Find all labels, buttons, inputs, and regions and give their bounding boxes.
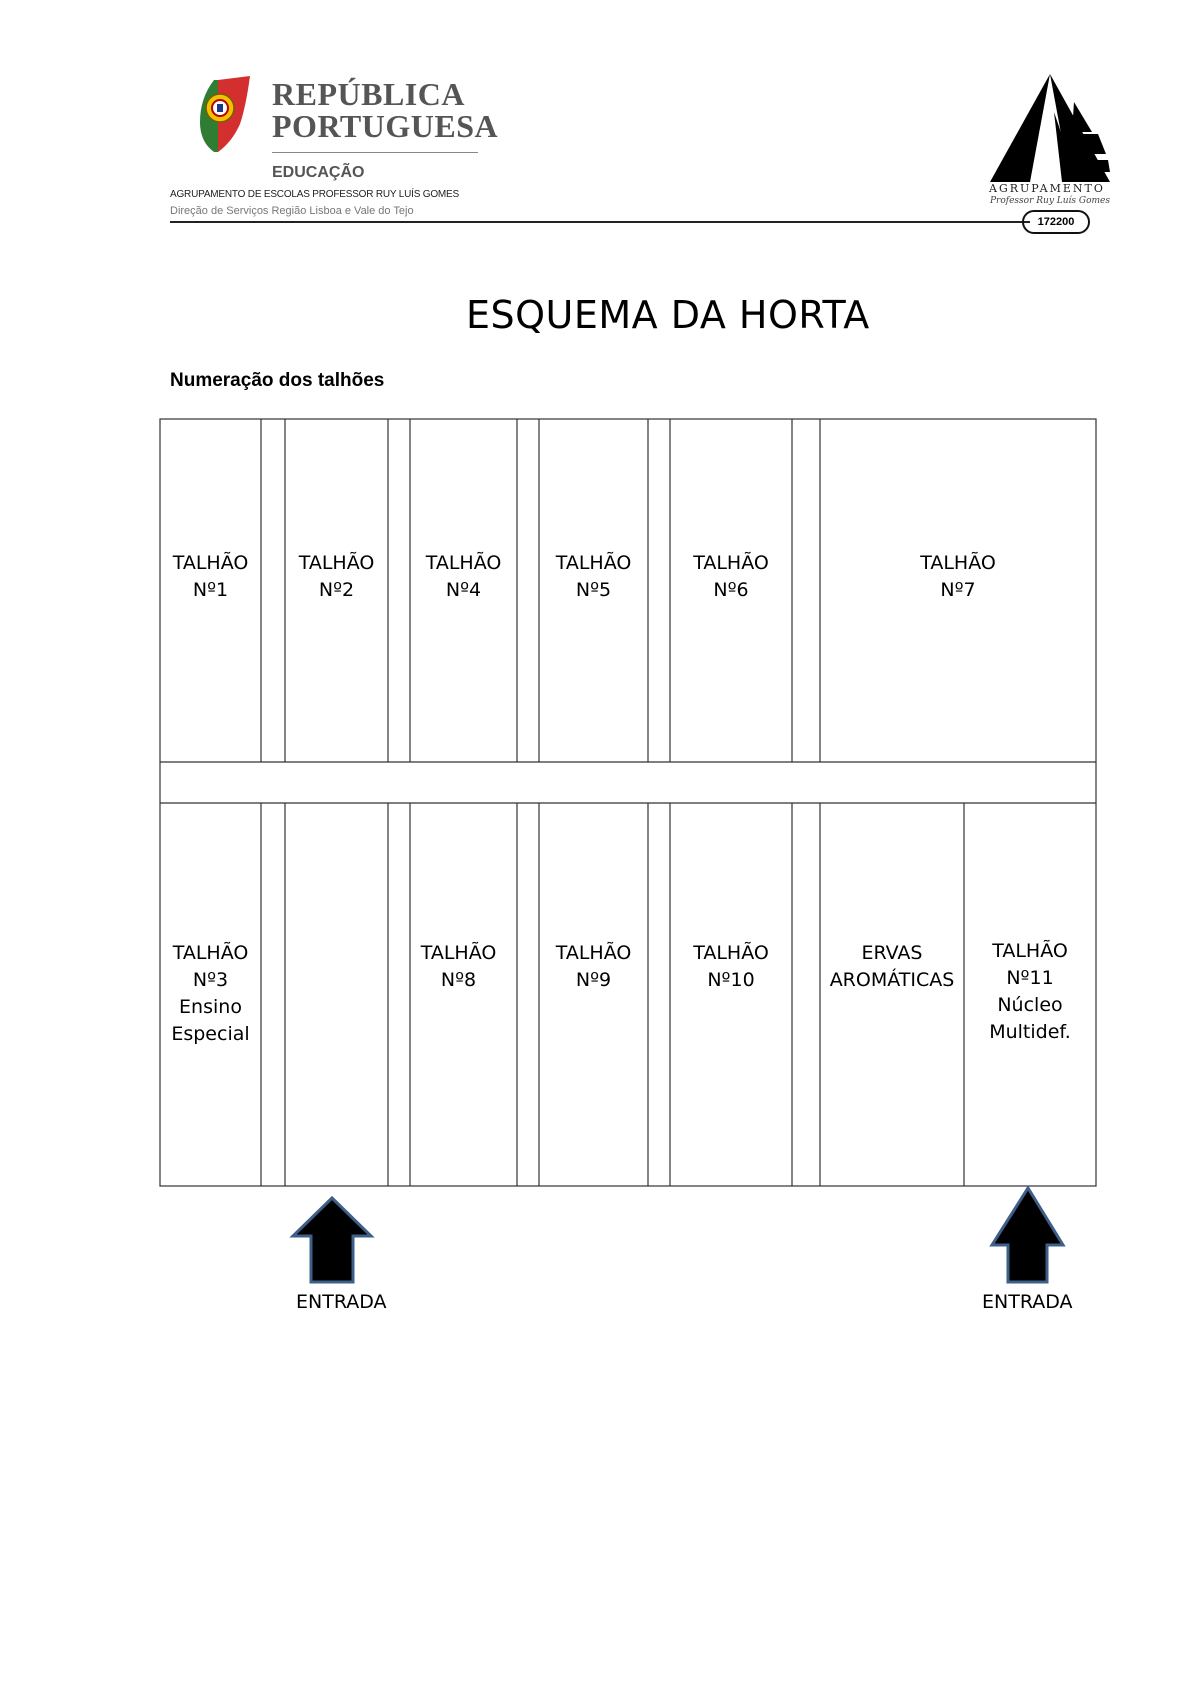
page-title: ESQUEMA DA HORTA [466,293,870,337]
logo-ministry: EDUCAÇÃO [272,164,365,181]
plot-8-label: TALHÃO Nº8 [420,942,497,991]
plot-4-label: TALHÃO Nº4 [425,552,502,601]
entrance-arrow-left-icon [289,1195,375,1284]
plot-11-label: TALHÃO Nº11 Núcleo Multidef. [989,940,1071,1043]
logo-divider [272,152,478,153]
plot-5-label: TALHÃO Nº5 [555,552,632,601]
header-rule [170,221,1030,223]
plot-3-label: TALHÃO Nº3 Ensino Especial [171,942,250,1045]
plot-2-label: TALHÃO Nº2 [298,552,375,601]
plot-9-label: TALHÃO Nº9 [555,942,632,991]
direcao-servicos: Direção de Serviços Região Lisboa e Vale… [170,205,414,217]
republica-portuguesa-emblem-icon [200,76,250,152]
school-name: AGRUPAMENTO DE ESCOLAS PROFESSOR RUY LUÍ… [170,189,459,200]
logo-line1: REPÚBLICA [272,76,465,112]
logo-line2: PORTUGUESA [272,108,499,144]
plot-10-label: TALHÃO Nº10 [693,942,769,991]
agrupamento-logo-icon [990,74,1110,182]
plot-6-label: TALHÃO Nº6 [693,552,769,601]
school-code-badge: 172200 [1022,210,1090,234]
entrance-right-label: ENTRADA [982,1291,1073,1313]
agrupamento-sub: Professor Ruy Luís Gomes [990,196,1110,206]
agrupamento-word: AGRUPAMENTO [989,182,1105,195]
entrance-arrow-right-icon [989,1185,1066,1284]
plot-7-label: TALHÃO Nº7 [920,552,996,601]
herbs-plot-label: ERVAS AROMÁTICAS [829,942,955,991]
section-subtitle: Numeração dos talhões [170,370,385,391]
plot-1-label: TALHÃO Nº1 [172,552,249,601]
entrance-left-label: ENTRADA [296,1291,387,1313]
